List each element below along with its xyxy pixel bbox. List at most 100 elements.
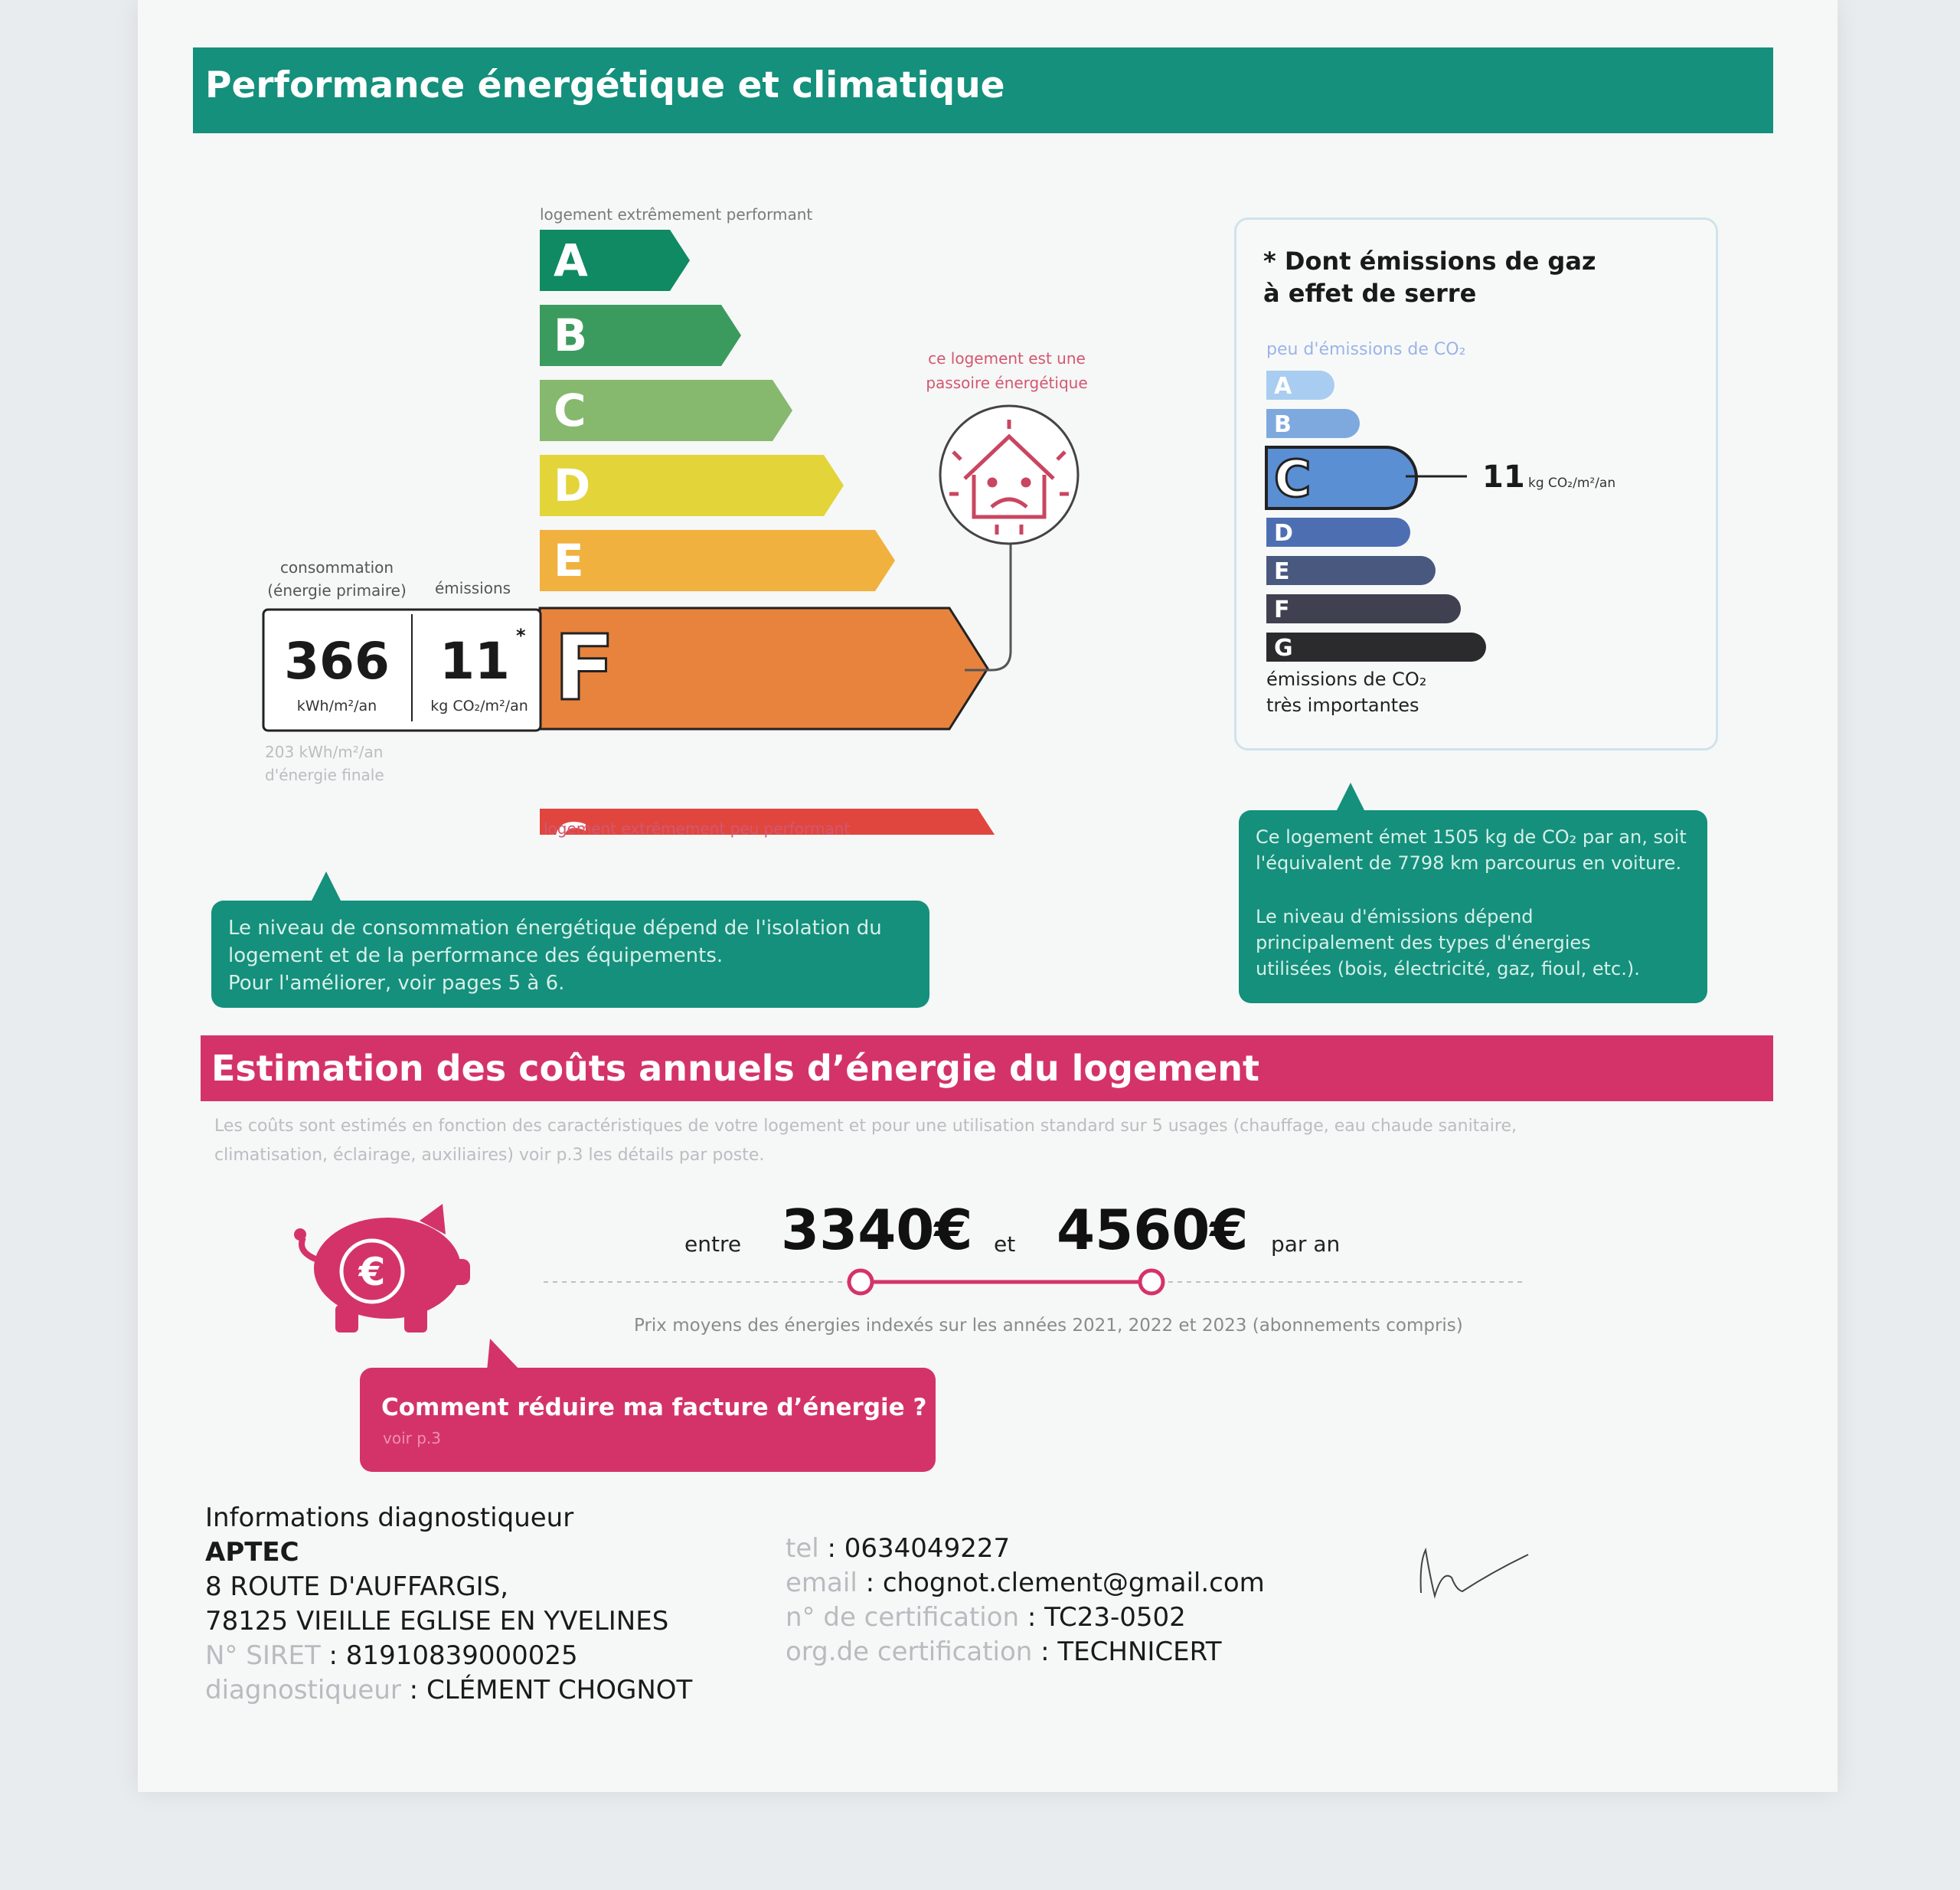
diagnostician-company: APTEC	[205, 1537, 299, 1568]
callout-emissions-line4: principalement des types d'énergies	[1256, 932, 1591, 953]
diagnostician-info-right: tel : 0634049227 email : chognot.clement…	[786, 1532, 1265, 1669]
energy-bar-label-a: A	[554, 234, 588, 286]
diag-label: diagnostiqueur	[205, 1675, 401, 1705]
diagnostician-cert: n° de certification : TC23-0502	[786, 1601, 1265, 1635]
callout-emissions-line5: utilisées (bois, électricité, gaz, fioul…	[1256, 958, 1640, 979]
siret-label: N° SIRET	[205, 1640, 321, 1671]
diagnostician-address1: 8 ROUTE D'AUFFARGIS,	[205, 1571, 509, 1602]
value-box	[262, 608, 542, 732]
ghg-panel-title: * Dont émissions de gaz à effet de serre	[1263, 245, 1596, 309]
costs-and: et	[994, 1231, 1016, 1257]
emissions-star: *	[516, 625, 526, 646]
callout-emissions-line2: l'équivalent de 7798 km parcourus en voi…	[1256, 852, 1682, 874]
energy-bar-b	[540, 305, 741, 366]
ghg-bar-g	[1266, 633, 1486, 662]
org-label: org.de certification	[786, 1637, 1033, 1667]
tel-value: : 0634049227	[818, 1533, 1011, 1564]
energy-scale-bottom-label: logement extrêmement peu performant	[544, 819, 851, 838]
energy-bar-a	[540, 230, 690, 291]
reduce-bill-title: Comment réduire ma facture d’énergie ?	[381, 1394, 927, 1421]
diag-value: : CLÉMENT CHOGNOT	[400, 1675, 693, 1705]
cert-label: n° de certification	[786, 1602, 1020, 1633]
ghg-bar-c	[1265, 446, 1418, 510]
reduce-bill-sub: voir p.3	[383, 1429, 441, 1447]
header-band	[193, 47, 1773, 133]
ghg-bar-f	[1266, 594, 1461, 623]
callout-consumption-line2: logement et de la performance des équipe…	[228, 944, 724, 967]
consumption-unit: kWh/m²/an	[297, 698, 377, 714]
callout-emissions-line1: Ce logement émet 1505 kg de CO₂ par an, …	[1256, 826, 1687, 848]
energy-bar-label-f: F	[554, 615, 616, 721]
costs-per-year: par an	[1271, 1231, 1341, 1257]
passoire-connector	[965, 544, 1012, 672]
ghg-bar-b	[1266, 409, 1360, 438]
costs-band	[201, 1035, 1773, 1101]
costs-range-scale	[544, 1268, 1524, 1296]
callout-consumption: Le niveau de consommation énergétique dé…	[211, 901, 929, 1008]
diagnostician-email: email : chognot.clement@gmail.com	[786, 1566, 1265, 1601]
diagnostician-info-left: Informations diagnostiqueur APTEC 8 ROUT…	[205, 1501, 692, 1708]
energy-bar-e	[540, 530, 895, 591]
emissions-label: émissions	[435, 579, 511, 597]
sad-house-icon	[949, 420, 1069, 535]
diagnostician-siret: N° SIRET : 81910839000025	[205, 1639, 692, 1673]
diagnostician-tel: tel : 0634049227	[786, 1532, 1265, 1566]
costs-note: Prix moyens des énergies indexés sur les…	[634, 1316, 1463, 1336]
final-energy-line2: d'énergie finale	[265, 766, 384, 784]
ghg-bar-label-g: G	[1274, 635, 1293, 662]
email-label: email	[786, 1568, 858, 1598]
ghg-value: 11	[1482, 459, 1525, 495]
callout-emissions-line3: Le niveau d'émissions dépend	[1256, 906, 1534, 927]
energy-bar-g	[540, 809, 995, 835]
ghg-unit: kg CO₂/m²/an	[1528, 476, 1615, 491]
cert-value: : TC23-0502	[1019, 1602, 1186, 1633]
costs-range-low-marker	[847, 1268, 874, 1296]
page-title: Performance énergétique et climatique	[205, 64, 1005, 106]
ghg-bar-label-e: E	[1274, 558, 1290, 585]
diagnostician-org: org.de certification : TECHNICERT	[786, 1635, 1265, 1669]
ghg-bar-label-d: D	[1274, 520, 1293, 547]
diagnostician-address2: 78125 VIEILLE EGLISE EN YVELINES	[205, 1606, 669, 1637]
callout-consumption-line3: Pour l'améliorer, voir pages 5 à 6.	[228, 972, 565, 995]
piggy-euro-symbol: €	[358, 1250, 386, 1294]
ghg-bar-a	[1266, 371, 1334, 400]
costs-intro-line2: climatisation, éclairage, auxiliaires) v…	[214, 1146, 765, 1165]
callout-consumption-pointer	[311, 871, 341, 902]
ghg-bar-label-c: C	[1274, 450, 1311, 508]
reduce-bill-button[interactable]: Comment réduire ma facture d’énergie ? v…	[360, 1368, 936, 1472]
tel-label: tel	[786, 1533, 819, 1564]
callout-emissions: Ce logement émet 1505 kg de CO₂ par an, …	[1239, 810, 1707, 1003]
final-energy-line1: 203 kWh/m²/an	[265, 743, 384, 761]
energy-bar-label-g: G	[554, 813, 590, 835]
signature	[1419, 1547, 1529, 1599]
energy-bar-d	[540, 455, 844, 516]
costs-between: entre	[684, 1231, 742, 1257]
ghg-title-line2: à effet de serre	[1263, 279, 1477, 308]
costs-range-high-marker	[1138, 1268, 1165, 1296]
ghg-bottom-line2: très importantes	[1266, 695, 1419, 716]
energy-bar-label-e: E	[554, 535, 584, 587]
emissions-value: 11	[439, 632, 510, 691]
diagnostician-heading: Informations diagnostiqueur	[205, 1503, 574, 1533]
ghg-bar-e	[1266, 556, 1436, 585]
ghg-bar-d	[1266, 518, 1410, 547]
ghg-bar-label-f: F	[1274, 597, 1290, 623]
energy-bar-c	[540, 380, 792, 441]
ghg-bar-label-b: B	[1274, 411, 1292, 438]
passoire-label: ce logement est une passoire énergétique	[926, 349, 1088, 392]
ghg-top-label: peu d'émissions de CO₂	[1266, 340, 1466, 359]
energy-bar-label-c: C	[554, 384, 586, 437]
ghg-title-line1: * Dont émissions de gaz	[1263, 247, 1596, 276]
energy-bar-label-b: B	[554, 309, 587, 361]
reduce-callout-pointer	[487, 1339, 521, 1371]
diagnostician-name: diagnostiqueur : CLÉMENT CHOGNOT	[205, 1673, 692, 1708]
org-value: : TECHNICERT	[1032, 1637, 1222, 1667]
email-value: : chognot.clement@gmail.com	[857, 1568, 1265, 1598]
siret-value: : 81910839000025	[320, 1640, 578, 1671]
piggy-bank-icon: €	[294, 1204, 470, 1332]
costs-intro-line1: Les coûts sont estimés en fonction des c…	[214, 1117, 1517, 1136]
energy-scale-top-label: logement extrêmement performant	[540, 205, 813, 224]
emissions-unit: kg CO₂/m²/an	[430, 698, 528, 714]
